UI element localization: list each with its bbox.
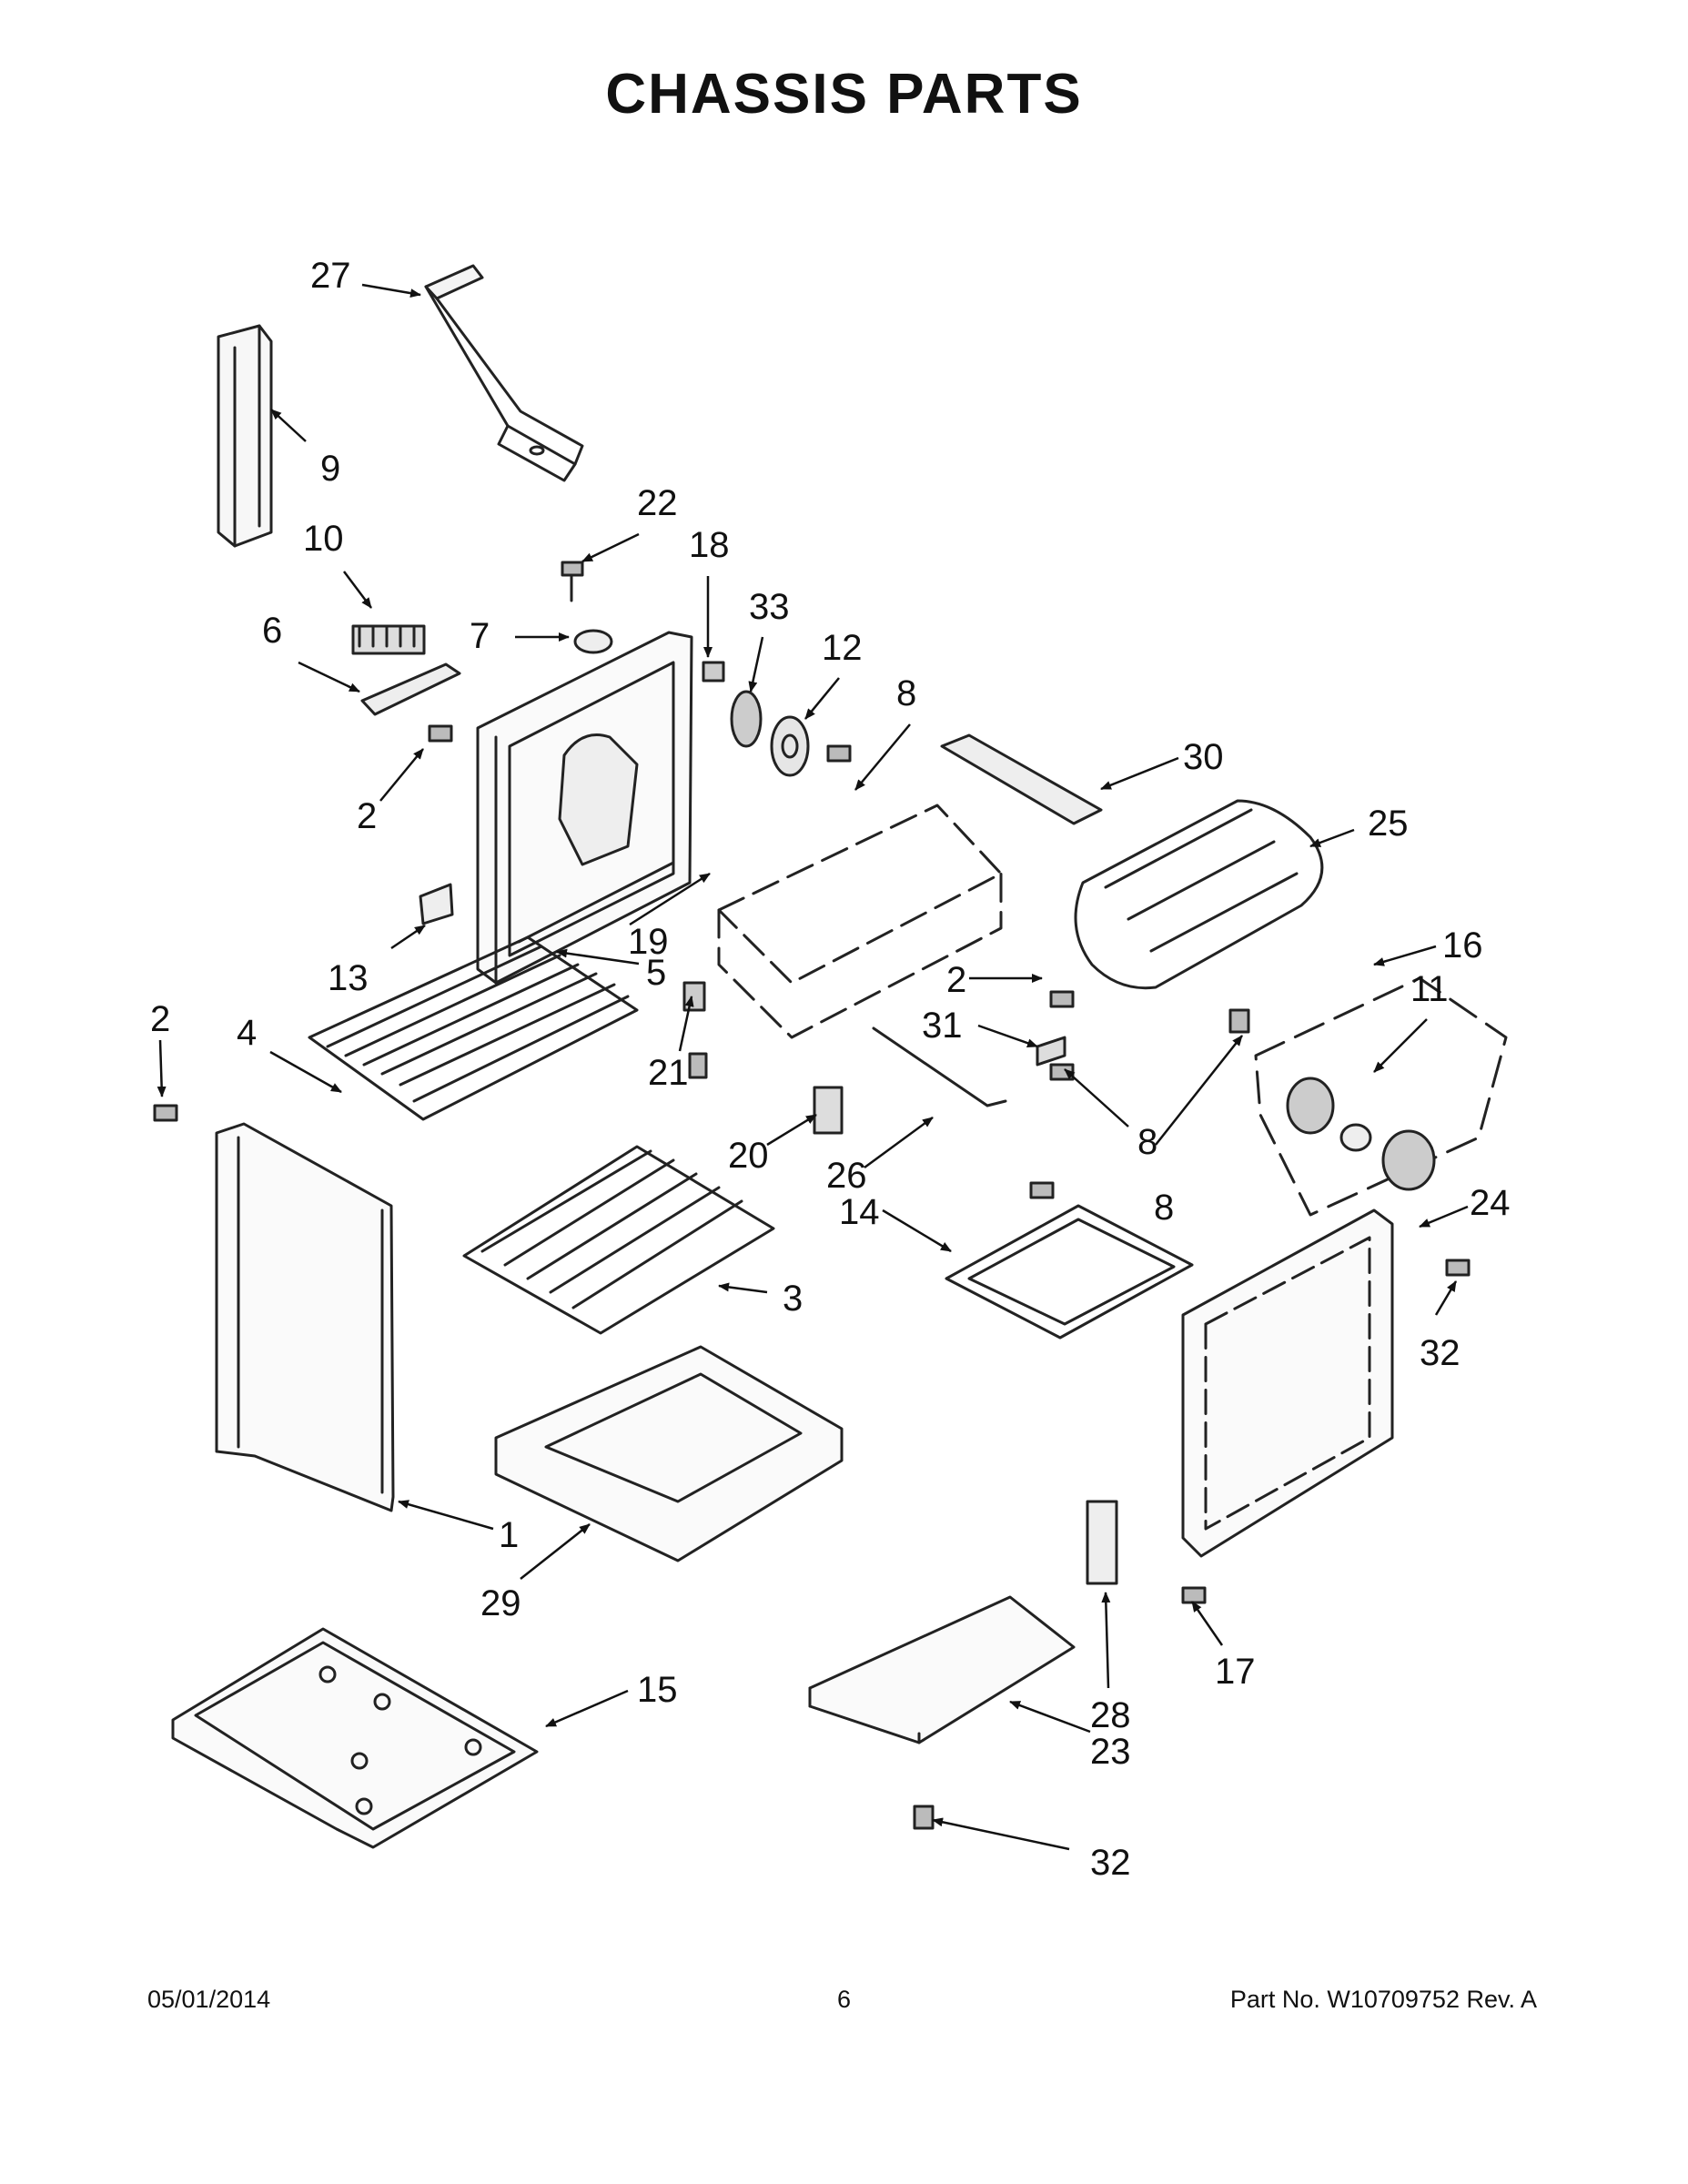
callout-23: 23 <box>1090 1732 1131 1772</box>
part-11-bulb <box>1286 1077 1436 1191</box>
callout-2-left: 2 <box>150 999 170 1039</box>
callout-32-bottom: 32 <box>1090 1843 1131 1883</box>
part-29-drip-pan <box>494 1345 844 1562</box>
part-21-connector <box>682 981 706 1012</box>
footer-part-number: Part No. W10709752 Rev. A <box>1229 1986 1537 2013</box>
part-10-terminal-block <box>351 624 426 655</box>
callout-14: 14 <box>839 1192 880 1232</box>
callout-1: 1 <box>499 1515 519 1555</box>
callout-2-right: 2 <box>946 960 966 1000</box>
part-26-sensor <box>872 1026 1007 1107</box>
part-18-knob <box>702 661 725 682</box>
callout-6: 6 <box>262 611 282 651</box>
callout-15: 15 <box>637 1670 678 1710</box>
callout-16: 16 <box>1442 925 1483 966</box>
callout-labels: 27 9 10 6 7 22 18 33 12 8 30 25 2 13 19 … <box>150 256 1511 1883</box>
part-28-hinge <box>1086 1500 1118 1585</box>
part-31-clip <box>1036 1036 1066 1067</box>
callout-10: 10 <box>303 519 344 559</box>
callout-3: 3 <box>783 1279 803 1319</box>
callout-2-upper: 2 <box>357 796 377 836</box>
part-20-hinge <box>813 1086 844 1135</box>
part-13-bracket <box>419 883 454 925</box>
callout-7: 7 <box>470 616 490 656</box>
part-15-bottom-panel <box>171 1627 539 1849</box>
part-25-broil-element <box>1074 799 1324 990</box>
part-22-screw <box>561 561 584 602</box>
callout-4: 4 <box>237 1013 257 1053</box>
part-16-light-kit <box>1254 976 1508 1217</box>
callout-13: 13 <box>328 958 369 998</box>
part-30-bracket <box>940 733 1103 825</box>
footer-date: 05/01/2014 <box>147 1986 271 2013</box>
callout-25: 25 <box>1368 804 1409 844</box>
part-1-door-gasket <box>215 1122 395 1512</box>
callout-19: 19 <box>628 922 669 962</box>
callout-8-low: 8 <box>1154 1188 1174 1228</box>
part-9-side-bracket <box>217 324 273 548</box>
part-27-vent-duct <box>424 264 584 482</box>
part-5-rear-panel <box>476 631 693 985</box>
part-3-rack <box>462 1145 775 1335</box>
callout-17: 17 <box>1215 1652 1256 1692</box>
leader-lines <box>157 283 1469 1851</box>
page-title: CHASSIS PARTS <box>605 63 1083 126</box>
callout-28: 28 <box>1090 1695 1131 1735</box>
callout-8-mid: 8 <box>1137 1122 1157 1162</box>
part-7-bracket <box>573 629 613 654</box>
part-24-side-panel <box>1181 1208 1394 1558</box>
part-33-fan <box>730 690 763 748</box>
part-14-bake-element <box>945 1204 1194 1340</box>
callout-32-right: 32 <box>1420 1333 1461 1373</box>
footer-page-number: 6 <box>836 1986 852 2013</box>
callout-30: 30 <box>1183 737 1224 777</box>
callout-24: 24 <box>1470 1183 1511 1223</box>
part-4-oven-rack <box>308 935 639 1121</box>
part-6-bracket <box>360 662 461 716</box>
part-23-cover <box>808 1595 1076 1744</box>
callout-29: 29 <box>480 1583 521 1623</box>
callout-26: 26 <box>826 1156 867 1196</box>
part-12-fan-blade <box>770 715 810 777</box>
callout-33: 33 <box>749 587 790 627</box>
callout-9: 9 <box>320 449 340 489</box>
callout-5: 5 <box>646 953 666 993</box>
callout-18: 18 <box>689 525 730 565</box>
callout-12: 12 <box>822 628 863 668</box>
callout-20: 20 <box>728 1136 769 1176</box>
part-19-oven-liner <box>717 804 1003 1039</box>
callout-8-top: 8 <box>896 673 916 713</box>
callout-11: 11 <box>1410 969 1449 1009</box>
callout-31: 31 <box>922 1006 963 1046</box>
callout-27: 27 <box>310 256 351 296</box>
callout-22: 22 <box>637 483 678 523</box>
callout-21: 21 <box>648 1053 689 1093</box>
